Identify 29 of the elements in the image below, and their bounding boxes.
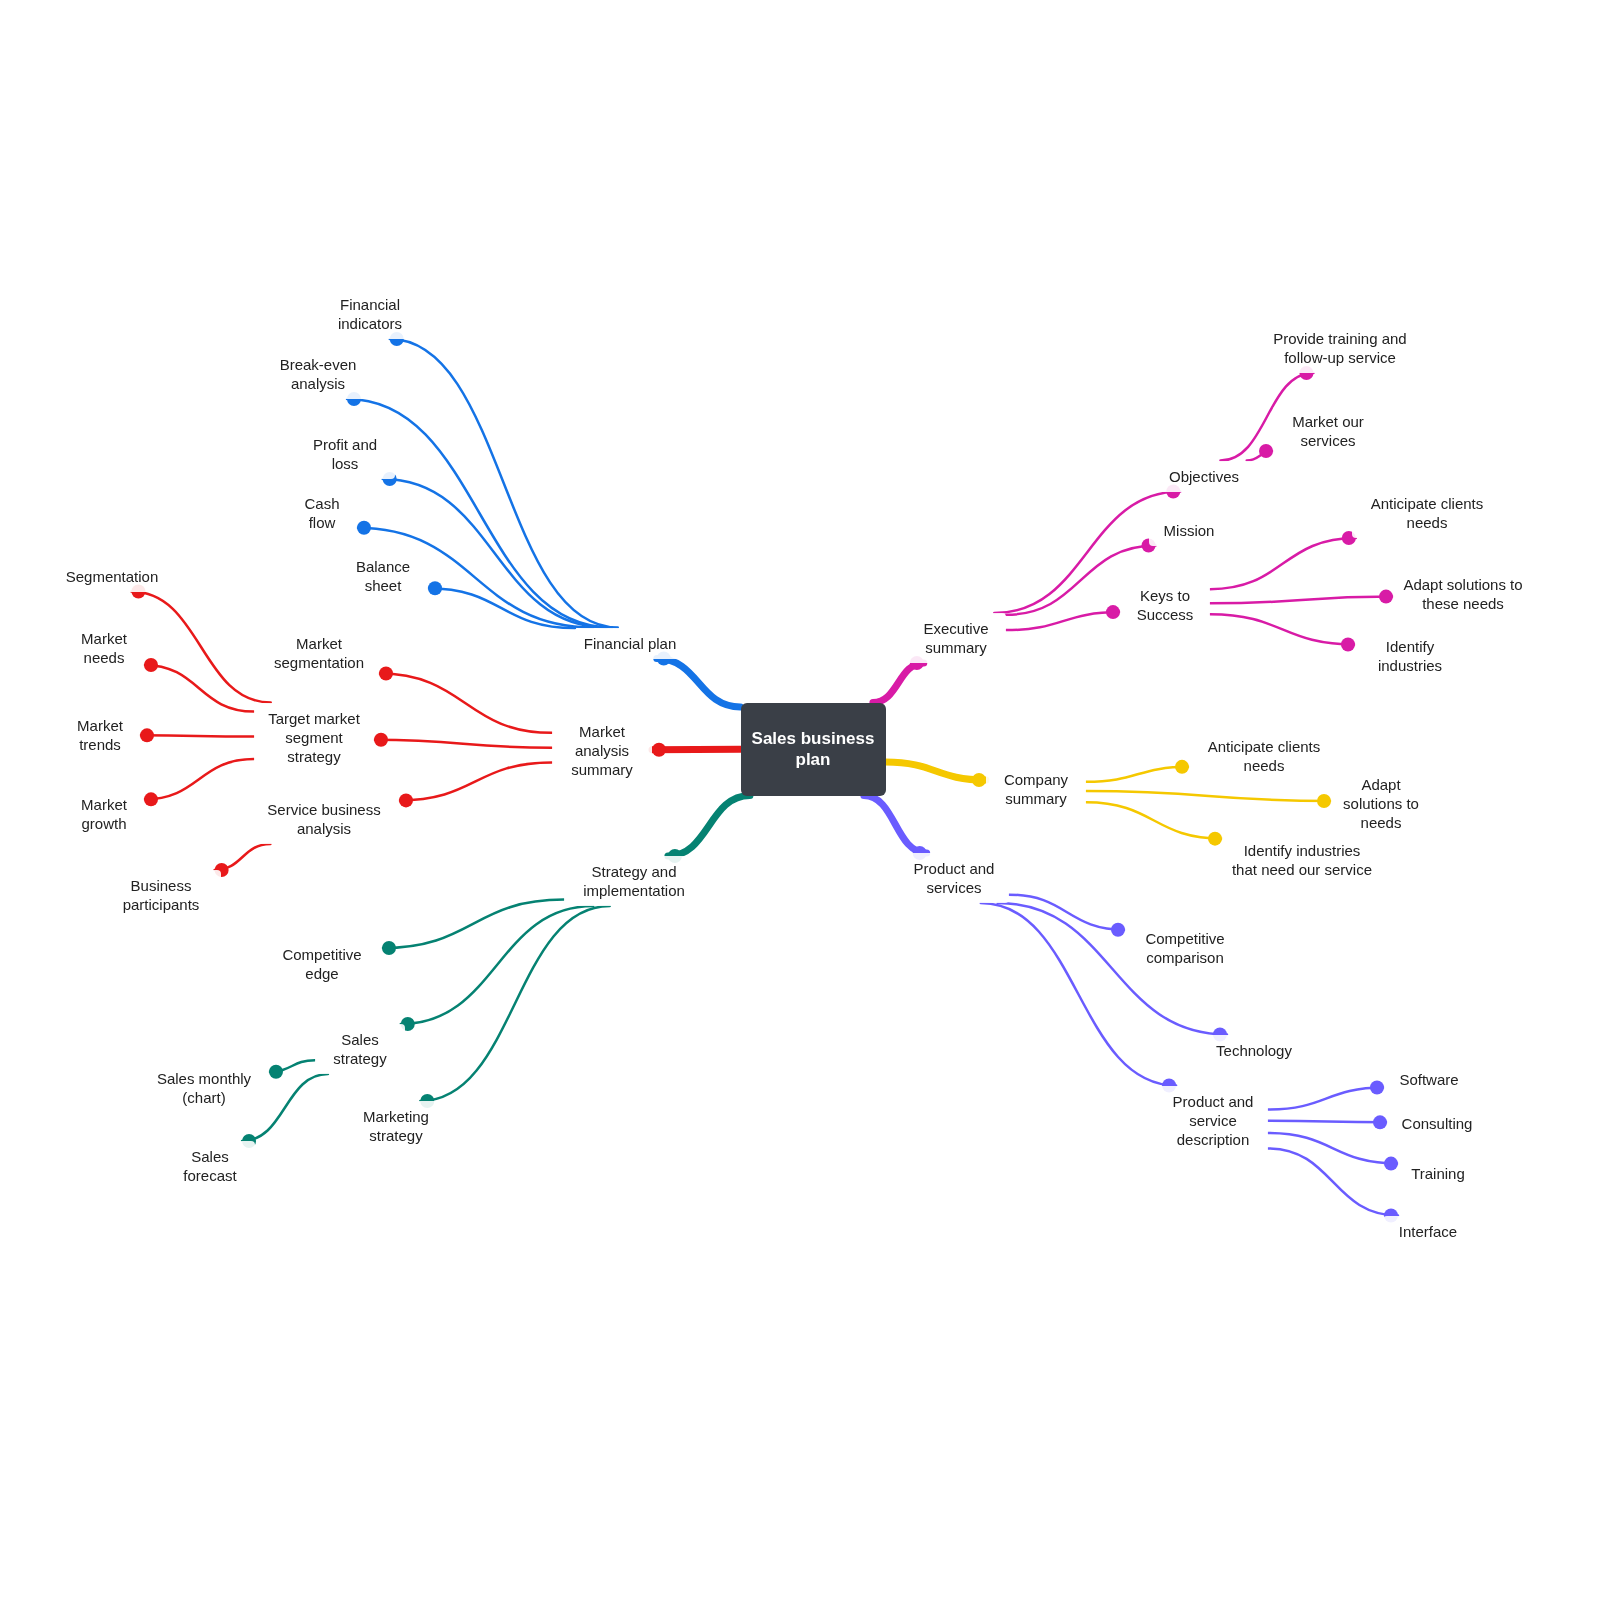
branch-line <box>372 732 554 749</box>
branch-line <box>381 472 608 629</box>
branch-line <box>267 1059 317 1079</box>
branch-line <box>1266 1115 1389 1130</box>
branch-line <box>1266 1131 1400 1171</box>
branch-line <box>1004 605 1122 632</box>
branch-line <box>1007 893 1127 937</box>
branch-line <box>1245 444 1275 462</box>
branch-line <box>355 521 595 629</box>
branch-line <box>399 904 595 1031</box>
central-topic-box: Sales business plan <box>740 702 886 796</box>
branch-line <box>1208 589 1395 605</box>
branch-line <box>426 581 577 630</box>
branch-line <box>1208 531 1358 591</box>
branch-line <box>1084 801 1224 846</box>
branch-line <box>377 667 554 735</box>
branch-line <box>1208 613 1357 652</box>
topic-label: Executive summary <box>906 613 1006 663</box>
branch-line <box>1084 760 1191 783</box>
branch-line <box>142 757 256 806</box>
branch-line <box>213 842 272 877</box>
branch-line <box>397 761 554 808</box>
branch-line <box>138 728 256 743</box>
branch-line <box>1084 789 1333 808</box>
branch-line <box>142 658 256 713</box>
branch-line <box>1266 1080 1386 1111</box>
topic-label: Sales strategy <box>315 1024 405 1074</box>
branch-line <box>1004 539 1157 617</box>
branch-line <box>380 898 566 955</box>
